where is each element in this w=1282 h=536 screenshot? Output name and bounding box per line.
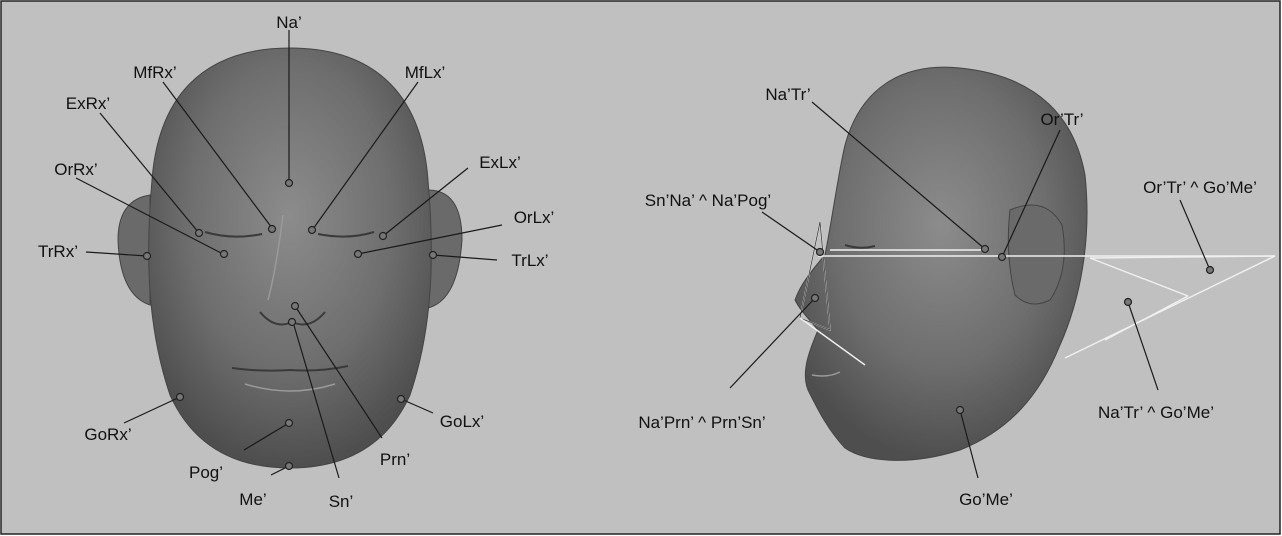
label-gorx: GoRx’ [84,425,131,444]
frontal-face [149,48,432,468]
landmark-exlx [380,233,387,240]
label-na: Na’ [276,13,302,32]
point-snna-napog [817,249,824,256]
point-ortr [999,254,1006,261]
label-natr: Na’Tr’ [765,85,810,104]
landmark-sn [289,319,296,326]
label-ortr: Or’Tr’ [1040,110,1083,129]
point-natr [982,246,989,253]
landmark-trrx [144,253,151,260]
label-sn: Sn’ [329,492,354,511]
label-naprn-prnsn: Na’Prn’ ^ Prn’Sn’ [638,413,765,432]
label-golx: GoLx’ [440,412,484,431]
label-mflx: MfLx’ [405,63,446,82]
landmark-mflx [309,227,316,234]
label-gome: Go’Me’ [959,490,1013,509]
landmark-orlx [355,251,362,258]
label-exrx: ExRx’ [66,94,110,113]
landmark-orrx [221,251,228,258]
label-snna-napog: Sn’Na’ ^ Na’Pog’ [645,191,771,210]
label-me: Me’ [239,490,266,509]
label-trrx: TrRx’ [38,242,78,261]
landmark-prn [292,303,299,310]
label-natr-gome: Na’Tr’ ^ Go’Me’ [1098,403,1214,422]
label-orrx: OrRx’ [54,160,97,179]
landmark-exrx [196,230,203,237]
label-orlx: OrLx’ [514,208,555,227]
label-exlx: ExLx’ [479,153,521,172]
label-prn: Prn’ [380,450,410,469]
point-ortr-gome [1207,267,1214,274]
landmark-golx [398,396,405,403]
point-natr-gome [1125,299,1132,306]
label-mfrx: MfRx’ [133,63,176,82]
point-gome [957,407,964,414]
label-pog: Pog’ [189,463,223,482]
point-naprn-prnsn [812,295,819,302]
label-ortr-gome: Or’Tr’ ^ Go’Me’ [1143,178,1257,197]
landmark-trlx [430,252,437,259]
profile-ear [1008,205,1064,304]
landmark-me [286,463,293,470]
landmark-gorx [177,394,184,401]
label-trlx: TrLx’ [511,251,548,270]
landmark-na [286,180,293,187]
landmark-mfrx [269,226,276,233]
landmark-pog [286,420,293,427]
